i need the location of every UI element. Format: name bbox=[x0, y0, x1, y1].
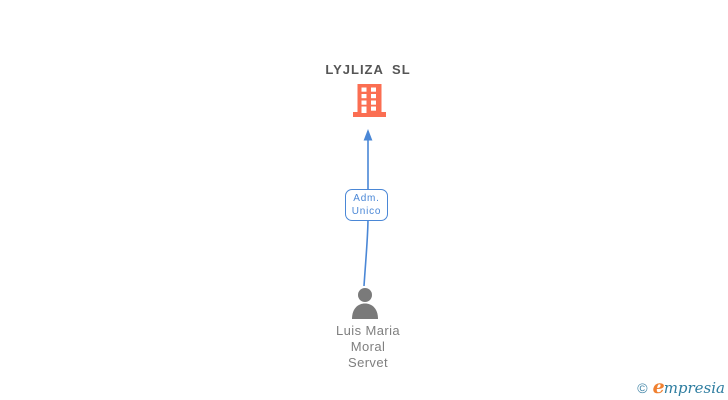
brand-name: mpresia bbox=[663, 379, 725, 397]
brand-initial: e bbox=[652, 376, 665, 398]
person-name-line2: Moral bbox=[350, 339, 386, 354]
company-name[interactable]: LYJLIZA SL bbox=[325, 62, 411, 77]
person-name-line3: Servet bbox=[348, 355, 388, 370]
person-icon[interactable] bbox=[349, 287, 381, 319]
watermark-logo[interactable]: © e mpresia bbox=[637, 378, 725, 397]
person-name[interactable]: Luis Maria Moral Servet bbox=[336, 323, 400, 371]
relationship-label-box: Adm. Unico bbox=[345, 189, 388, 221]
person-name-line1: Luis Maria bbox=[336, 323, 400, 338]
copyright-icon: © bbox=[637, 380, 648, 396]
company-building-icon[interactable] bbox=[353, 84, 386, 117]
relationship-label-line1: Adm. bbox=[353, 193, 380, 204]
relationship-label-line2: Unico bbox=[351, 206, 382, 217]
